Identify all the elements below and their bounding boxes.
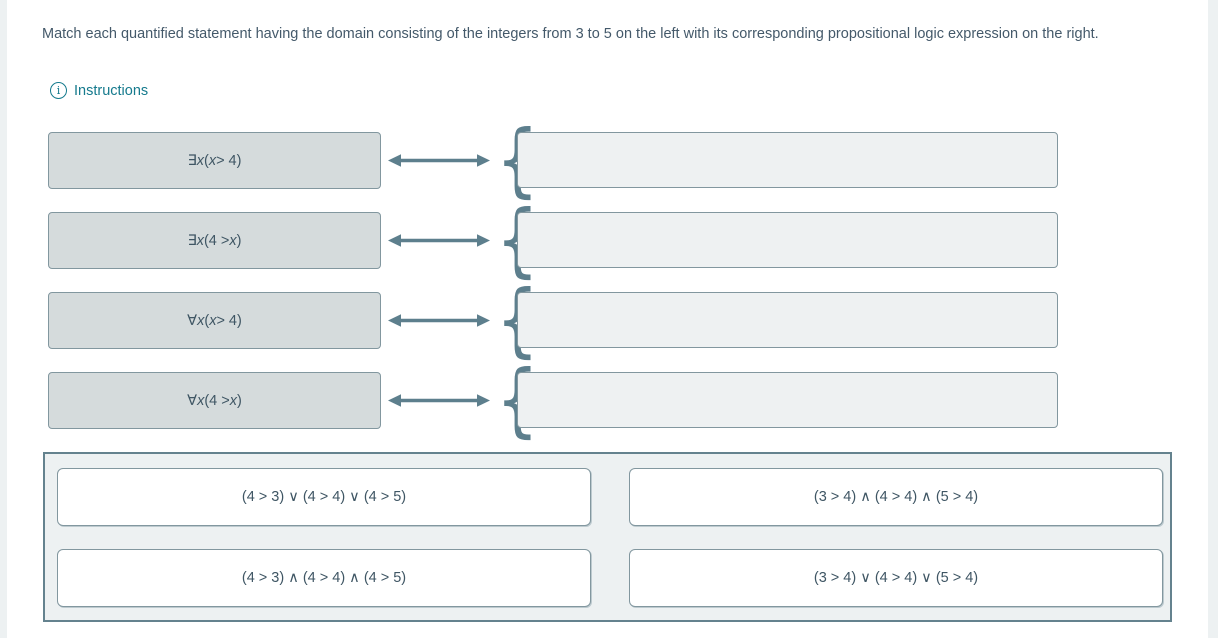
statement-card[interactable]: ∀x (4 > x) (48, 372, 381, 429)
answer-option[interactable]: (3 > 4) ∧ (4 > 4) ∧ (5 > 4) (629, 468, 1163, 526)
answer-tray: (4 > 3) ∨ (4 > 4) ∨ (4 > 5) (3 > 4) ∧ (4… (43, 452, 1172, 622)
brace-icon: { (496, 199, 539, 281)
answer-option[interactable]: (3 > 4) ∨ (4 > 4) ∨ (5 > 4) (629, 549, 1163, 607)
answer-option[interactable]: (4 > 3) ∧ (4 > 4) ∧ (4 > 5) (57, 549, 591, 607)
brace-icon: { (496, 279, 539, 361)
drop-zone[interactable] (517, 132, 1058, 188)
double-arrow-icon (388, 313, 490, 328)
statement-card[interactable]: ∃x (4 > x) (48, 212, 381, 269)
info-icon: i (50, 82, 67, 99)
drop-zone[interactable] (517, 212, 1058, 268)
match-row: ∃x (x > 4) { (0, 119, 1218, 201)
double-arrow-icon (388, 233, 490, 248)
match-row: ∀x (4 > x) { (0, 359, 1218, 441)
double-arrow-icon (388, 153, 490, 168)
left-gutter (0, 0, 7, 638)
statement-card[interactable]: ∀x (x > 4) (48, 292, 381, 349)
match-row: ∀x (x > 4) { (0, 279, 1218, 361)
drop-zone[interactable] (517, 292, 1058, 348)
scrollbar-track[interactable] (1208, 0, 1218, 638)
instructions-label: Instructions (74, 82, 149, 99)
instructions-link[interactable]: i Instructions (50, 82, 148, 99)
statement-card[interactable]: ∃x (x > 4) (48, 132, 381, 189)
brace-icon: { (496, 359, 539, 441)
match-row: ∃x (4 > x) { (0, 199, 1218, 281)
prompt-text: Match each quantified statement having t… (42, 26, 1099, 42)
double-arrow-icon (388, 393, 490, 408)
drop-zone[interactable] (517, 372, 1058, 428)
brace-icon: { (496, 119, 539, 201)
answer-option[interactable]: (4 > 3) ∨ (4 > 4) ∨ (4 > 5) (57, 468, 591, 526)
